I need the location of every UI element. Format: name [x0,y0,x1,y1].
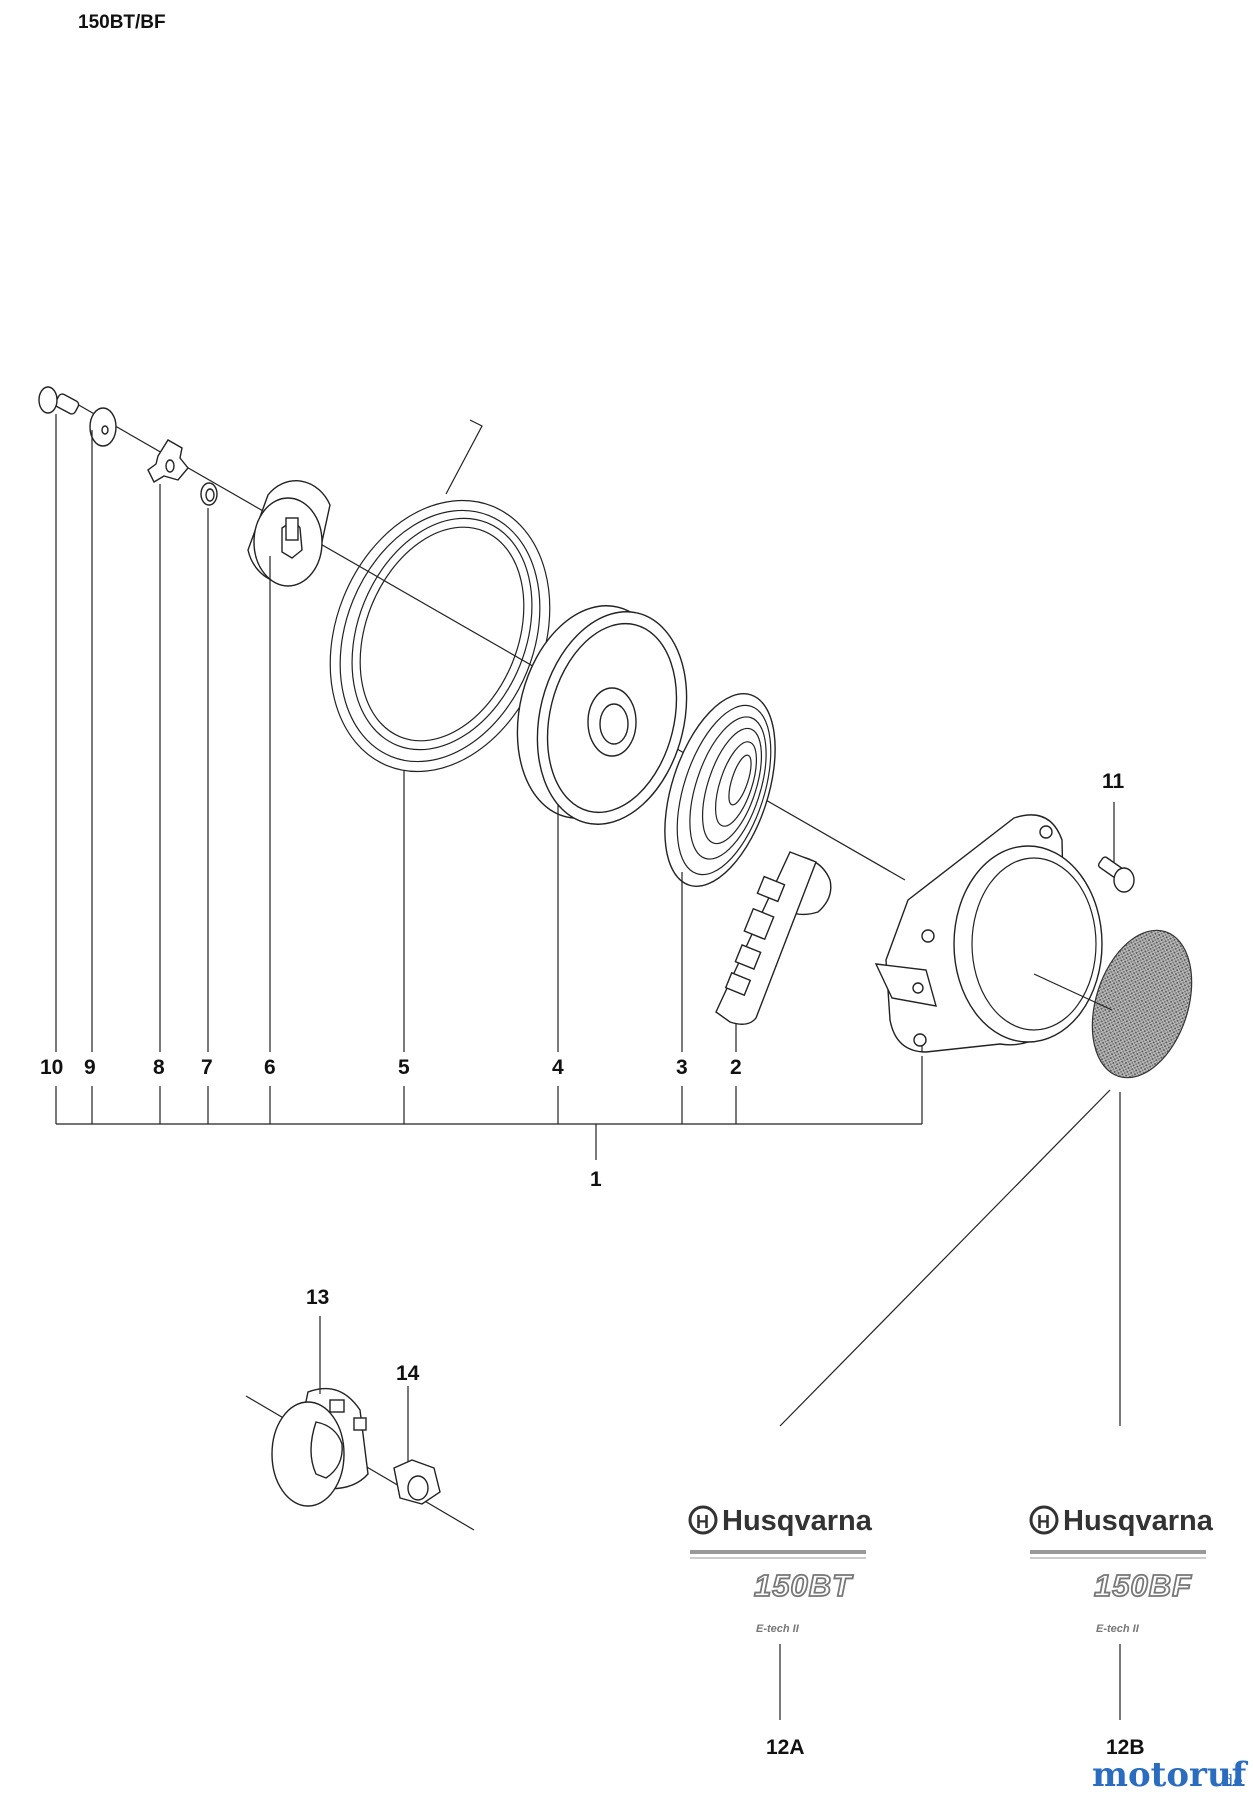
callout-14: 14 [396,1362,420,1385]
part-12-decal-disc [1091,929,1193,1079]
callout-7: 7 [201,1056,213,1079]
callout-12a: 12A [766,1736,805,1759]
part-2-starter-handle [715,851,832,1025]
callout-9: 9 [84,1056,96,1079]
part-10-screw [38,386,80,415]
husqvarna-logo-icon: H [1029,1505,1059,1535]
decal-12b-brand: Husqvarna [1063,1505,1214,1537]
watermark-name: motoruf [1092,1755,1249,1795]
callout-6: 6 [264,1056,276,1079]
part-13-clutch-drum [245,1316,475,1531]
assembly-axis [69,399,906,881]
decal-12a-brand: Husqvarna [722,1505,873,1537]
part-1-starter-housing [874,814,1103,1053]
decal-12a-model: 150BT [754,1568,854,1603]
svg-text:H: H [696,1512,709,1532]
callout-2: 2 [730,1056,742,1079]
model-title: 150BT/BF [78,12,166,33]
part-11-screw [1097,802,1135,893]
part-4-rope-pulley [516,605,688,825]
callout-10: 10 [40,1056,63,1079]
husqvarna-logo-icon: H [688,1505,718,1535]
part-7-ring [200,482,218,506]
assembly-bracket [55,1056,923,1160]
callout-1: 1 [590,1168,602,1191]
watermark-tld: .de [1218,1771,1243,1790]
callout-8: 8 [153,1056,165,1079]
decal-12b-model: 150BF [1094,1568,1192,1603]
callout-13: 13 [306,1286,329,1309]
watermark-logo: motoruf .de [1092,1755,1249,1795]
decal-12a-subtitle: E-tech II [756,1623,800,1635]
callout-3: 3 [676,1056,688,1079]
part-6-pawl-carrier [247,480,331,587]
callout-5: 5 [398,1056,410,1079]
svg-text:H: H [1037,1512,1050,1532]
part-9-washer [89,407,117,447]
decal-12b: H Husqvarna 150BF E-tech II [1029,1505,1214,1720]
part-3-recoil-spring [664,693,776,887]
part-5-starter-rope [329,419,551,773]
decal-12a: H Husqvarna 150BT E-tech II [688,1505,873,1720]
callout-11: 11 [1102,770,1125,793]
callout-4: 4 [552,1056,564,1079]
decal-12b-subtitle: E-tech II [1096,1623,1140,1635]
part-8-clip [147,439,189,483]
callout-12b: 12B [1106,1736,1145,1759]
part-14-nut [393,1386,441,1505]
